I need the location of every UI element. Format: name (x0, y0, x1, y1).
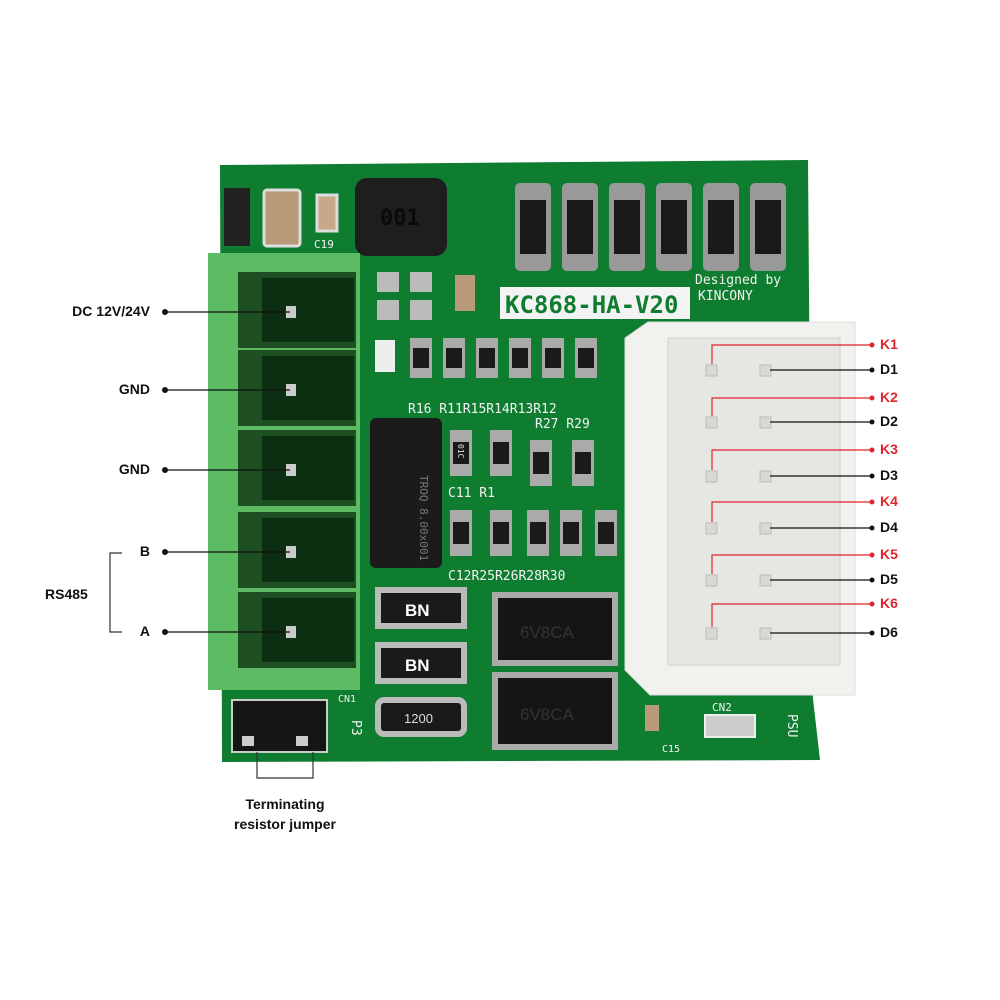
k-callout-line (711, 554, 872, 574)
connector-pin (759, 522, 772, 535)
connector-pin (705, 364, 718, 377)
svg-text:P3: P3 (348, 720, 363, 736)
connector-pin (705, 574, 718, 587)
connector-pin (759, 364, 772, 377)
pin-label: GND (118, 461, 150, 477)
svg-text:PSU: PSU (784, 714, 799, 737)
designer-line1: Designed by (695, 273, 781, 288)
svg-text:001: 001 (380, 206, 420, 231)
terminal-screw (286, 626, 296, 638)
jumper-label: resistor jumper (234, 816, 336, 832)
connector-pin (759, 627, 772, 640)
capacitor-small (315, 193, 339, 233)
board-model: KC868-HA-V20 (505, 291, 678, 319)
svg-text:BN: BN (405, 656, 430, 675)
connector-pin (705, 416, 718, 429)
connector-pin (759, 470, 772, 483)
pin-label: K3 (880, 441, 898, 457)
capacitor (262, 188, 302, 248)
k-callout-line (711, 501, 872, 522)
inductor (355, 178, 447, 256)
silk-c15: C15 (662, 744, 680, 755)
connector-pin (759, 574, 772, 587)
connector-pin (705, 522, 718, 535)
pin-label: GND (118, 381, 150, 397)
k-callout-line (711, 344, 872, 364)
svg-text:C11 R1: C11 R1 (448, 486, 495, 501)
pin-label: D2 (880, 413, 898, 429)
pin-label: D5 (880, 571, 898, 587)
silk-cn2: CN2 (712, 701, 732, 714)
connector-pin (759, 416, 772, 429)
pin-label: DC 12V/24V (72, 303, 150, 319)
pin-label: K2 (880, 389, 898, 405)
silk-c19: C19 (314, 238, 334, 251)
terminal-screw (286, 306, 296, 318)
svg-text:BN: BN (405, 601, 430, 620)
pin-label: D1 (880, 361, 898, 377)
connector-pin (705, 627, 718, 640)
silk-cn1: CN1 (338, 694, 356, 705)
svg-text:1200: 1200 (404, 711, 433, 726)
pin-label: D6 (880, 624, 898, 640)
rs485-bracket (109, 552, 122, 633)
svg-text:R27 R29: R27 R29 (535, 417, 590, 432)
pin-label: K4 (880, 493, 898, 509)
svg-text:C12R25R26R28R30: C12R25R26R28R30 (448, 569, 565, 584)
pin-label: K6 (880, 595, 898, 611)
diode (224, 188, 250, 246)
pin-label: D4 (880, 519, 898, 535)
resistor-mark-01c: 01C (456, 444, 465, 459)
k-callout-line (711, 397, 872, 416)
k-callout-line (711, 449, 872, 470)
svg-text:6V8CA: 6V8CA (520, 623, 575, 642)
pin-label: D3 (880, 467, 898, 483)
terminal-screw (286, 464, 296, 476)
pin-label: K1 (880, 336, 898, 352)
terminal-screw (286, 546, 296, 558)
pin-label: B (139, 543, 150, 559)
svg-text:6V8CA: 6V8CA (520, 705, 575, 724)
jumper-label: Terminating (245, 796, 325, 812)
resistor-array (515, 183, 786, 271)
svg-text:R16 R11R15R14R13R12: R16 R11R15R14R13R12 (408, 402, 557, 417)
pin-label: A (139, 623, 150, 639)
terminal-screw (286, 384, 296, 396)
pin-label: K5 (880, 546, 898, 562)
jumper-bracket (256, 752, 314, 779)
pin-label: RS485 (45, 586, 88, 602)
designer-line2: KINCONY (698, 289, 753, 304)
connector-pin (705, 470, 718, 483)
svg-text:TROQ 8.00x001: TROQ 8.00x001 (417, 475, 430, 561)
k-callout-line (711, 603, 872, 627)
shunt-resistor (370, 418, 442, 568)
